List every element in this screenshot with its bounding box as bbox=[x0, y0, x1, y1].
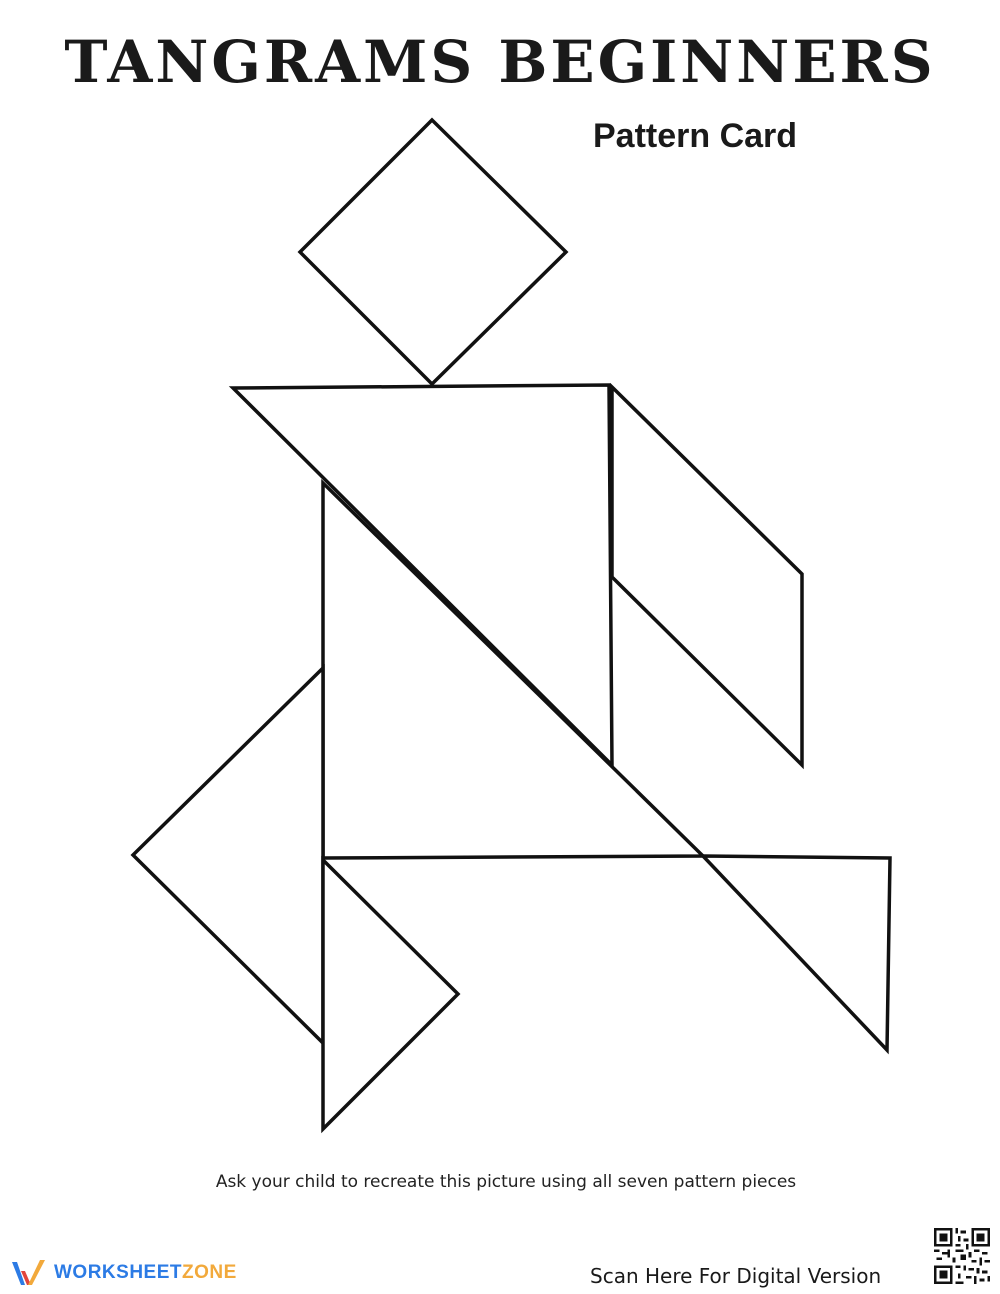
tangram-small-triangle-leg bbox=[698, 854, 892, 1055]
instruction-text: Ask your child to recreate this picture … bbox=[215, 1172, 797, 1192]
tangram-medium-triangle-leg bbox=[130, 663, 325, 1048]
page-title: TANGRAMS BEGINNERS bbox=[64, 28, 936, 96]
worksheetzone-logo[interactable]: WORKSHEETZONE bbox=[10, 1258, 237, 1288]
tangram-square-head bbox=[297, 117, 569, 387]
worksheetzone-logo-icon bbox=[12, 1260, 45, 1285]
qr-code-icon[interactable] bbox=[934, 1228, 990, 1284]
pattern-card-label: Pattern Card bbox=[593, 117, 798, 155]
tangram-small-triangle-foot bbox=[321, 855, 461, 1134]
tangram-parallelogram-arm bbox=[610, 382, 804, 770]
scan-instruction: Scan Here For Digital Version bbox=[590, 1264, 882, 1288]
brand-name: WORKSHEETZONE bbox=[54, 1262, 237, 1283]
